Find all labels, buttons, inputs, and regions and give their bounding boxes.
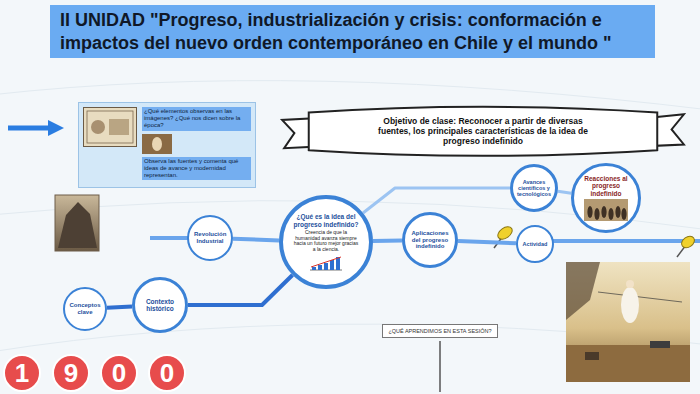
node-text: ¿Qué elementos observas en las imágenes?… [142, 107, 251, 131]
topic-circle: Avances científicos y tecnológicos [510, 164, 558, 212]
node-text: 1 [9, 360, 36, 386]
node-text: Observa las fuentes y comenta qué ideas … [142, 157, 251, 181]
photo-person [608, 208, 613, 220]
painting-figure [621, 287, 639, 323]
node-content: Contexto histórico [141, 298, 180, 313]
activity-circle: Actividad [516, 225, 554, 263]
year-digit: 0 [100, 354, 138, 392]
node-text: ¿QUÉ APRENDIMOS EN ESTA SESIÓN? [388, 328, 491, 335]
node-text: Objetivo de clase: Reconocer a partir de… [370, 116, 596, 147]
pointer-arrow-head [48, 120, 64, 136]
chart-bar [312, 267, 316, 270]
node-content: 9 [58, 360, 85, 386]
node-content: Aplicaciones del progreso indefinido [411, 230, 450, 251]
painting-wagon [585, 352, 599, 360]
connector [363, 188, 510, 213]
painting-train [650, 341, 670, 348]
summary-box: ¿QUÉ APRENDIMOS EN ESTA SESIÓN? [382, 324, 497, 339]
photo-person [587, 206, 592, 218]
chart-bar [324, 263, 328, 270]
main-question-circle: ¿Qué es la idea del progreso indefinido?… [279, 195, 373, 289]
pushpin-head [679, 234, 696, 250]
year-digit: 1 [3, 354, 41, 392]
topic-circle: Conceptos clave [63, 287, 107, 331]
connector [458, 241, 516, 243]
intro-panel: ¿Qué elementos observas en las imágenes?… [78, 102, 256, 188]
objective-ribbon: Objetivo de clase: Reconocer a partir de… [278, 103, 688, 160]
ribbon-band [309, 106, 658, 155]
year-digit: 0 [148, 354, 186, 392]
node-content: Conceptos clave [70, 302, 101, 316]
connector [188, 275, 293, 305]
connector [233, 239, 279, 241]
title-text: II UNIDAD "Progreso, industrialización y… [60, 9, 645, 54]
photo-person [621, 208, 626, 220]
growth-chart [308, 255, 344, 271]
photo-person [594, 208, 599, 220]
node-content: 0 [154, 360, 181, 386]
photo-ground [584, 199, 628, 221]
connector [558, 191, 572, 193]
node-content: Reacciones al progreso indefinido [582, 175, 631, 221]
node-text: Conceptos clave [70, 302, 101, 316]
reactions-circle: Reacciones al progreso indefinido [571, 163, 641, 233]
node-text: Aplicaciones del progreso indefinido [411, 230, 450, 251]
node-text: Reacciones al progreso indefinido [582, 175, 631, 197]
photo-person [615, 206, 620, 218]
painting-ground [566, 345, 690, 382]
banknote-engraving [109, 119, 129, 135]
reaction-photo [584, 199, 628, 221]
painting-thumbnail [142, 134, 172, 154]
node-content: ¿Qué es la idea del progreso indefinido?… [293, 213, 359, 271]
timeline-stub [540, 239, 700, 243]
node-text: 9 [58, 360, 85, 386]
banknote-seal [91, 120, 105, 134]
title-band: II UNIDAD "Progreso, industrialización y… [50, 5, 655, 58]
node-content: Avances científicos y tecnológicos [517, 179, 551, 198]
thumbnail-canvas [142, 134, 172, 154]
stem-line [439, 341, 441, 392]
banknote-image [83, 107, 137, 147]
node-text: ¿Qué es la idea del progreso indefinido? [293, 213, 359, 228]
node-content: 1 [9, 360, 36, 386]
painting-shadow [566, 262, 600, 320]
node-text: 0 [154, 360, 181, 386]
node-text: 0 [106, 360, 133, 386]
banknote-frame [87, 111, 133, 143]
connector [107, 307, 132, 308]
node-text: Contexto histórico [141, 298, 180, 313]
chart-trend [311, 257, 341, 267]
node-text: Revolución Industrial [194, 231, 226, 245]
node-content: 0 [106, 360, 133, 386]
painting-wire [598, 292, 682, 302]
banknote-paper [84, 108, 137, 147]
historic-photo [55, 195, 99, 251]
panel-column: ¿Qué elementos observas en las imágenes?… [142, 107, 251, 183]
topic-circle: Aplicaciones del progreso indefinido [402, 212, 458, 268]
context-circle: Contexto histórico [132, 277, 188, 333]
node-text: Avances científicos y tecnológicos [517, 179, 551, 198]
node-text: Creencia de que la humanidad avanza siem… [293, 230, 359, 253]
photo-person [601, 206, 606, 218]
connector [373, 239, 402, 244]
year-digit: 9 [52, 354, 90, 392]
thumbnail-figure [152, 137, 162, 151]
topic-circle: Revolución Industrial [187, 215, 233, 261]
pointer-arrow [8, 126, 50, 131]
pushpin-head [496, 224, 515, 241]
painting-head [626, 280, 634, 288]
node-content: Actividad [522, 241, 549, 247]
node-text: Actividad [522, 241, 549, 247]
chart-bar [318, 265, 322, 270]
progress-painting [566, 262, 690, 382]
node-content: Revolución Industrial [194, 231, 226, 245]
chart-bar [330, 260, 334, 270]
photo-pile [58, 202, 97, 248]
